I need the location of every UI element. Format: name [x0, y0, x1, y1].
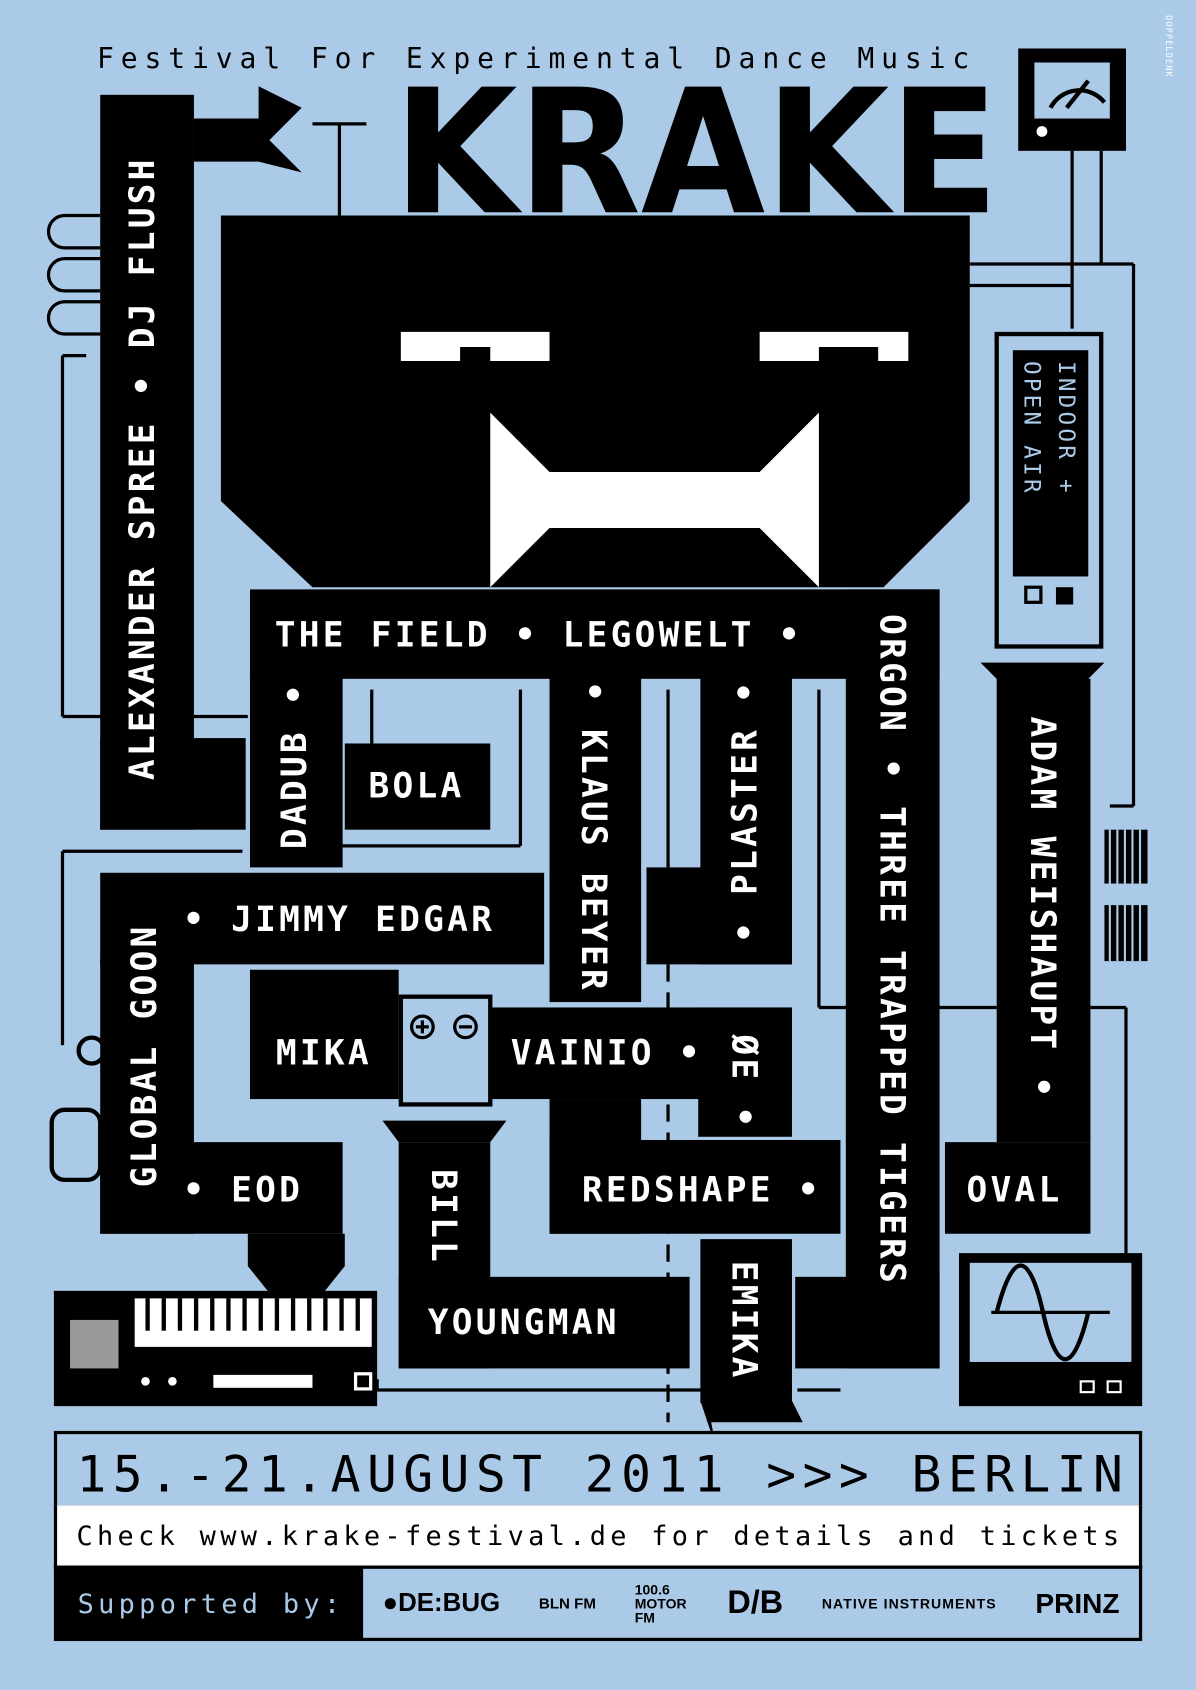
block-adam-weishaupt — [996, 678, 1091, 1143]
block-oval — [944, 1142, 1091, 1234]
sponsor-logos: ●DE:BUG BLN FM 100.6 MOTOR FM D/B NATIVE… — [363, 1568, 1139, 1638]
artist-alexander-spree-dj-flush: ALEXANDER SPREE • DJ FLUSH — [121, 156, 163, 781]
artist-vainio: VAINIO • — [510, 1032, 703, 1074]
block-bola — [344, 743, 491, 830]
artist-dadub: DADUB • — [273, 681, 315, 850]
mouth — [490, 412, 819, 588]
website-info[interactable]: Check www.krake-festival.de for details … — [76, 1520, 1124, 1552]
date-banner: 15.-21.AUGUST 2011 >>> BERLIN — [53, 1430, 1143, 1509]
open-air-label: OPEN AIR — [1019, 360, 1046, 496]
dates-location: 15.-21.AUGUST 2011 >>> BERLIN — [76, 1444, 1130, 1504]
right-eye — [759, 331, 909, 361]
block-main-bar — [249, 589, 940, 679]
block-orgon-foot — [795, 1276, 940, 1369]
block-left-arm-foot — [100, 738, 246, 830]
artist-redshape: REDSHAPE • — [581, 1169, 822, 1211]
socket-icon — [49, 1107, 103, 1183]
artist-emika: EMIKA — [724, 1260, 766, 1381]
artist-orgon-three-trapped-tigers: ORGON • THREE TRAPPED TIGERS — [871, 614, 913, 1286]
krake-logo: KRAKE — [393, 51, 999, 254]
artist-oe: ØE • — [724, 1034, 766, 1131]
artist-adam-weishaupt: ADAM WEISHAUPT • — [1022, 716, 1064, 1101]
block-mika — [249, 969, 399, 1100]
sponsor-native-instruments-logo: NATIVE INSTRUMENTS — [821, 1595, 997, 1612]
sponsor-debug-logo: ●DE:BUG — [382, 1588, 501, 1618]
artist-oval: OVAL — [966, 1169, 1063, 1211]
sponsor-db-logo: D/B — [727, 1585, 784, 1621]
head — [220, 215, 970, 588]
block-redshape — [549, 1139, 841, 1234]
coil-icon — [46, 213, 101, 336]
artist-global-goon: GLOBAL GOON — [123, 924, 165, 1188]
block-youngman — [398, 1276, 690, 1369]
block-eod — [100, 1142, 343, 1234]
indoor-open-air-display: INDOOR + OPEN AIR — [1012, 350, 1089, 577]
artist-plaster: • PLASTER • — [724, 678, 766, 943]
artist-mika: MIKA — [275, 1032, 372, 1074]
arm-spike — [193, 86, 302, 173]
artist-youngman: YOUNGMAN — [427, 1301, 620, 1343]
block-plaster-foot — [646, 867, 792, 965]
left-eye — [400, 331, 550, 361]
indoor-label: INDOOR + — [1053, 360, 1080, 496]
artist-bola: BOLA — [368, 765, 465, 806]
block-klaus-beyer — [549, 673, 642, 1003]
sponsor-prinz-logo: PRINZ — [1035, 1586, 1120, 1619]
artist-the-field-legowelt: THE FIELD • LEGOWELT • — [274, 614, 803, 656]
sponsor-bar: Supported by: ●DE:BUG BLN FM 100.6 MOTOR… — [53, 1565, 1143, 1642]
designer-credit: DOPPELDENK — [1163, 15, 1174, 78]
festival-subtitle: Festival For Experimental Dance Music — [96, 43, 977, 76]
artist-bill: BILL — [423, 1169, 465, 1266]
block-emika — [700, 1239, 792, 1403]
sponsor-motor-fm-logo: 100.6 MOTOR FM — [634, 1581, 687, 1626]
block-oe — [698, 1007, 792, 1137]
block-dadub — [249, 673, 343, 868]
supported-by-label: Supported by: — [77, 1588, 345, 1620]
info-banner: Check www.krake-festival.de for details … — [53, 1505, 1143, 1569]
block-left-arm — [100, 94, 194, 830]
artist-eod: • EOD — [183, 1169, 304, 1211]
block-orgon — [845, 589, 940, 1369]
battery-icon — [398, 994, 493, 1107]
sponsor-bln-fm-logo: BLN FM — [538, 1594, 596, 1612]
radio-device — [994, 331, 1104, 649]
block-jimmy-edgar — [100, 872, 545, 965]
artist-jimmy-edgar: • JIMMY EDGAR — [183, 898, 496, 940]
artist-klaus-beyer: • KLAUS BEYER — [573, 680, 615, 993]
